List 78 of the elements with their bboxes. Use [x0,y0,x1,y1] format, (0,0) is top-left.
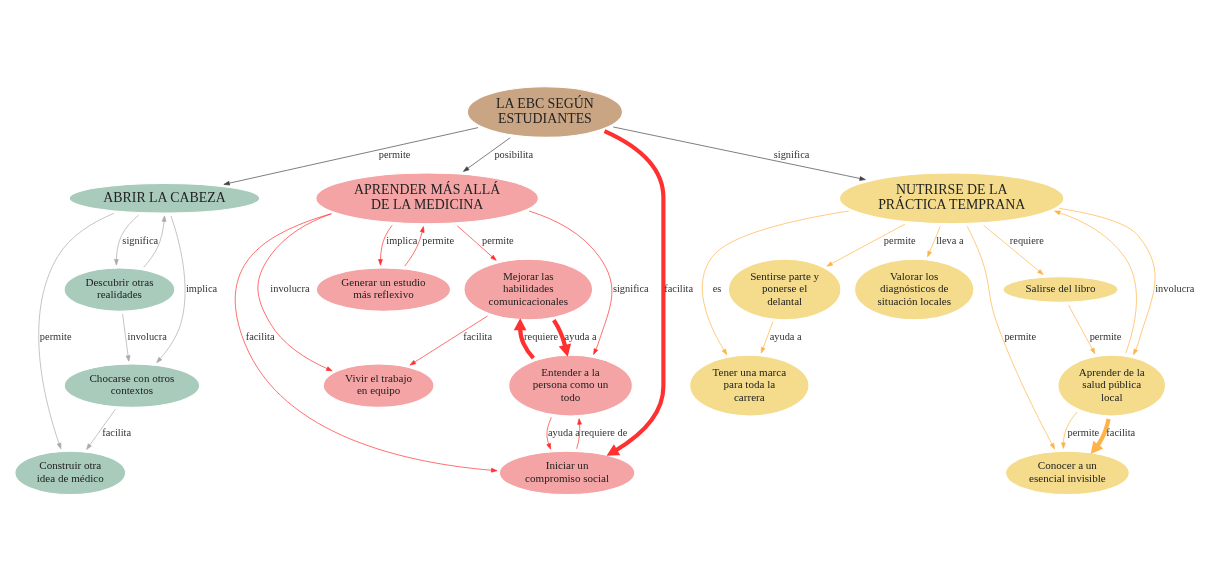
arrow [223,127,479,186]
node-ellipse: Construir otra idea de médico [14,450,127,496]
arrow [528,210,613,355]
node-ellipse: Salirse del libro [1002,276,1119,303]
arrow [1058,208,1156,356]
arrow [576,418,582,450]
edge-label: involucra [127,330,167,342]
arrow [1090,418,1111,455]
arrow [546,416,552,450]
node-ellipse: Conocer a un esencial invisible [1005,450,1130,496]
edge-label: facilita [245,330,275,342]
edge-label: es [712,282,722,294]
arrow [143,215,167,268]
node-ellipse: LA EBC SEGÚN ESTUDIANTES [466,86,623,138]
arrow [966,226,1055,450]
arrow [603,129,666,456]
edge-label: permite [422,234,455,246]
edge-label: implica [386,234,418,246]
arrow [409,315,488,366]
node-ellipse: Tener una marca para toda la carrera [689,354,810,417]
node-ellipse: ABRIR LA CABEZA [68,183,261,214]
arrow [463,137,511,172]
edge-label: significa [773,148,810,160]
arrow [983,225,1044,275]
arrow [156,215,186,364]
edge-label: involucra [270,282,310,294]
arrow [612,126,866,181]
edge-label: ayuda a [547,427,580,439]
arrow [404,226,425,267]
edge-label: facilita [1106,427,1136,439]
edge-label: ayuda a [769,330,802,342]
node-ellipse: Aprender de la salud pública local [1057,354,1166,417]
edge-label: permite [1067,427,1100,439]
arrow [1068,304,1096,355]
edge-label: permite [39,330,72,342]
arrow [86,409,116,450]
edge-label: permite [883,234,916,246]
edge-label: lleva a [936,234,964,246]
edge-label: facilita [664,282,694,294]
edge-label: implica [186,282,218,294]
arrow [122,313,131,362]
edge-label: posibilita [494,148,534,160]
arrow [552,319,572,357]
arrow [456,225,497,261]
edge-label: permite [1089,330,1122,342]
edge-label: requiere de [580,427,628,439]
arrow [114,214,139,266]
node-ellipse: Chocarse con otros contextos [63,363,201,408]
node-ellipse: Descubrir otras realidades [63,267,176,312]
arrow [257,213,333,372]
arrow [826,223,906,267]
node-ellipse: Entender a la persona como un todo [508,354,633,417]
edge-label: involucra [1155,282,1195,294]
arrow [701,210,850,356]
edge-label: permite [1004,330,1037,342]
node-ellipse: Iniciar un compromiso social [498,450,636,496]
edge-label: facilita [102,427,132,439]
node-ellipse: APRENDER MÁS ALLÁ DE LA MEDICINA [315,172,539,225]
arrow [1054,210,1137,354]
arrow [234,213,498,473]
node-ellipse: Valorar los diagnósticos de situación locales [854,258,975,321]
arrow [1061,411,1078,449]
edge-label: requiere [1009,234,1044,246]
edge-label: permite [481,234,514,246]
arrow [760,321,774,354]
edge-label: requiere [524,330,559,342]
edge-label: ayuda a [564,330,597,342]
edge-label: significa [612,282,649,294]
edge-label: significa [122,234,159,246]
arrow [513,318,535,360]
node-ellipse: NUTRIRSE DE LA PRÁCTICA TEMPRANA [839,172,1065,225]
node-ellipse: Generar un estudio más reflexivo [315,267,451,312]
arrow [378,224,393,266]
node-ellipse: Mejorar las habilidades comunicacionales [463,258,594,321]
edge-label: facilita [463,330,493,342]
edge-label: permite [378,148,411,160]
arrow [38,213,115,450]
arrow [927,226,941,258]
